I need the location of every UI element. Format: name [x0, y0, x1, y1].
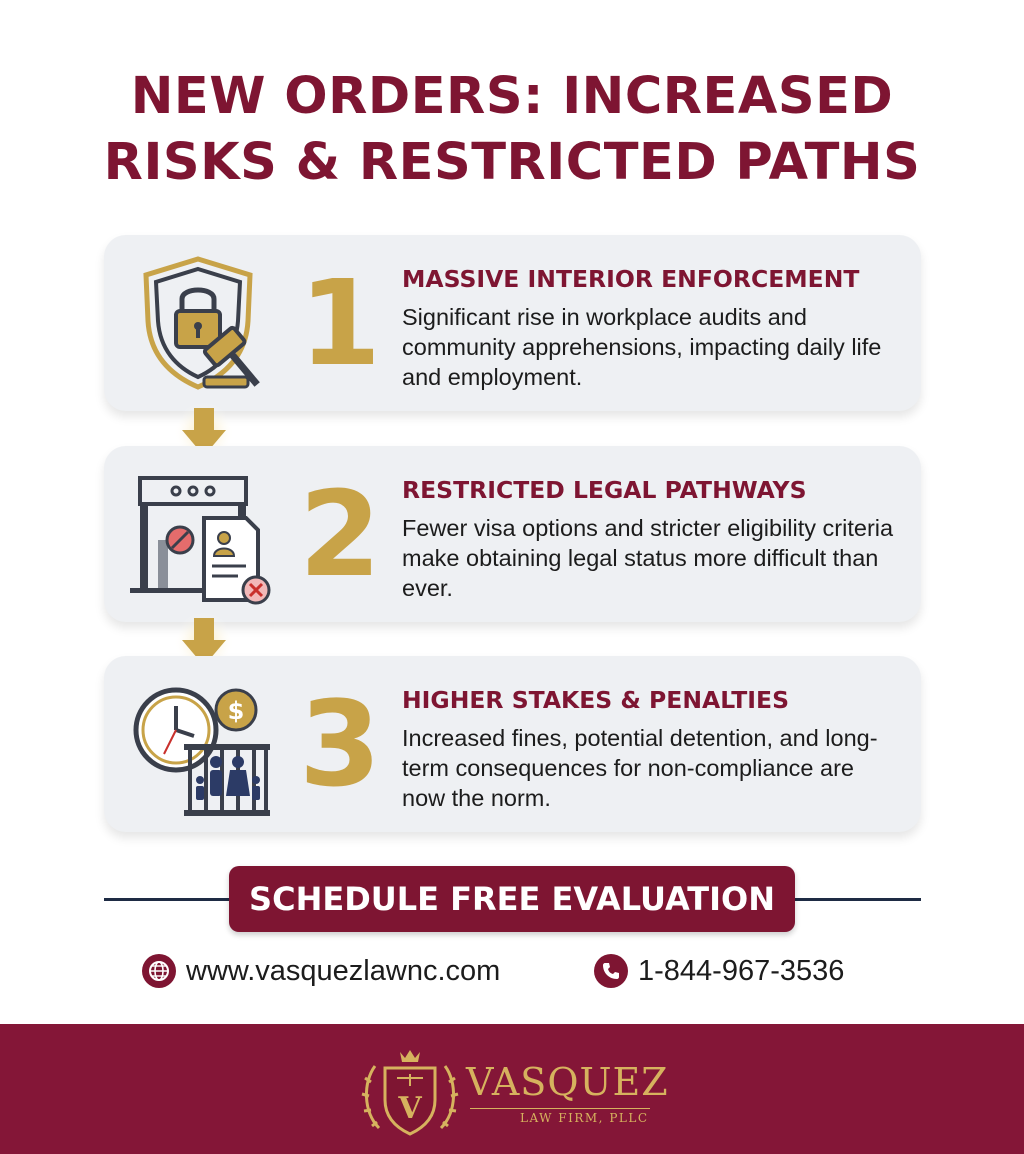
firm-name-underline [470, 1108, 650, 1109]
clock-money-family-detention-icon: $ [133, 687, 270, 816]
card-number: 2 [299, 465, 382, 603]
phone-icon [594, 954, 628, 988]
shield-lock-gavel-icon [143, 256, 260, 390]
page-title-line-1: NEW ORDERS: INCREASED [130, 67, 894, 126]
page-title-line-2: RISKS & RESTRICTED PATHS [103, 133, 921, 192]
svg-text:V: V [397, 1091, 422, 1126]
svg-text:$: $ [228, 697, 245, 725]
card-number: 1 [299, 254, 382, 392]
firm-subtitle: LAW FIRM, PLLC [520, 1111, 649, 1125]
card-heading: HIGHER STAKES & PENALTIES [402, 686, 790, 714]
globe-icon [142, 954, 176, 988]
schedule-evaluation-button[interactable]: SCHEDULE FREE EVALUATION [229, 866, 795, 932]
page-title: NEW ORDERS: INCREASED RISKS & RESTRICTED… [0, 64, 1024, 196]
footer: V VASQUEZ LAW FIRM, PLLC [0, 1024, 1024, 1154]
card-number: 3 [299, 675, 382, 813]
website-link[interactable]: www.vasquezlawnc.com [142, 951, 500, 991]
divider-left [104, 898, 234, 901]
card-description: Fewer visa options and stricter eligibil… [402, 515, 894, 601]
firm-name: VASQUEZ [466, 1060, 669, 1104]
card-description: Increased fines, potential detention, an… [402, 725, 878, 811]
divider-right [790, 898, 921, 901]
card-higher-stakes: $ 3 HIGHER STAKES & PENALTIES Increased … [104, 656, 921, 832]
card-heading: RESTRICTED LEGAL PATHWAYS [402, 476, 807, 504]
card-interior-enforcement: 1 MASSIVE INTERIOR ENFORCEMENT Significa… [104, 235, 921, 411]
card-heading: MASSIVE INTERIOR ENFORCEMENT [402, 265, 860, 293]
firm-logo-crest: V [361, 1050, 459, 1136]
phone-link[interactable]: 1-844-967-3536 [594, 951, 844, 991]
gate-document-denied-icon [130, 476, 271, 605]
website-text: www.vasquezlawnc.com [186, 954, 501, 987]
card-description: Significant rise in workplace audits and… [402, 304, 882, 390]
phone-text: 1-844-967-3536 [638, 954, 845, 987]
card-restricted-pathways: 2 RESTRICTED LEGAL PATHWAYS Fewer visa o… [104, 446, 921, 622]
